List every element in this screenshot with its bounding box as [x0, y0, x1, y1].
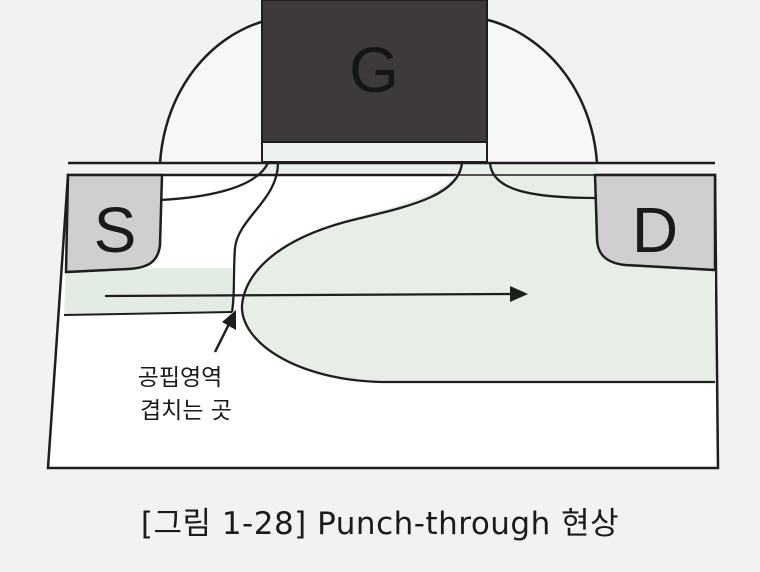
- annotation-line-2: 겹치는 곳: [140, 398, 232, 424]
- junction-band-edge: [63, 311, 233, 316]
- source-region: [64, 173, 164, 274]
- drain-label: D: [632, 194, 678, 266]
- source-label: S: [94, 194, 137, 266]
- source-depletion-boundary: [159, 162, 280, 313]
- drain-bottom-edge: [624, 264, 716, 271]
- gate-block: [261, 0, 488, 143]
- gate-label: G: [349, 34, 399, 106]
- junction-band: [64, 268, 232, 315]
- pointer-arrowhead: [222, 310, 236, 330]
- gate-oxide: [261, 141, 488, 163]
- drain-depletion-boundary: [240, 161, 715, 384]
- drain-side-boundary: [488, 162, 598, 200]
- source-bottom-edge: [65, 268, 129, 273]
- current-arrowhead: [510, 286, 528, 302]
- annotation-line-1: 공핍영역: [138, 365, 223, 391]
- figure-caption: [그림 1-28] Punch-through 현상: [140, 506, 620, 542]
- current-arrow-line: [104, 292, 511, 298]
